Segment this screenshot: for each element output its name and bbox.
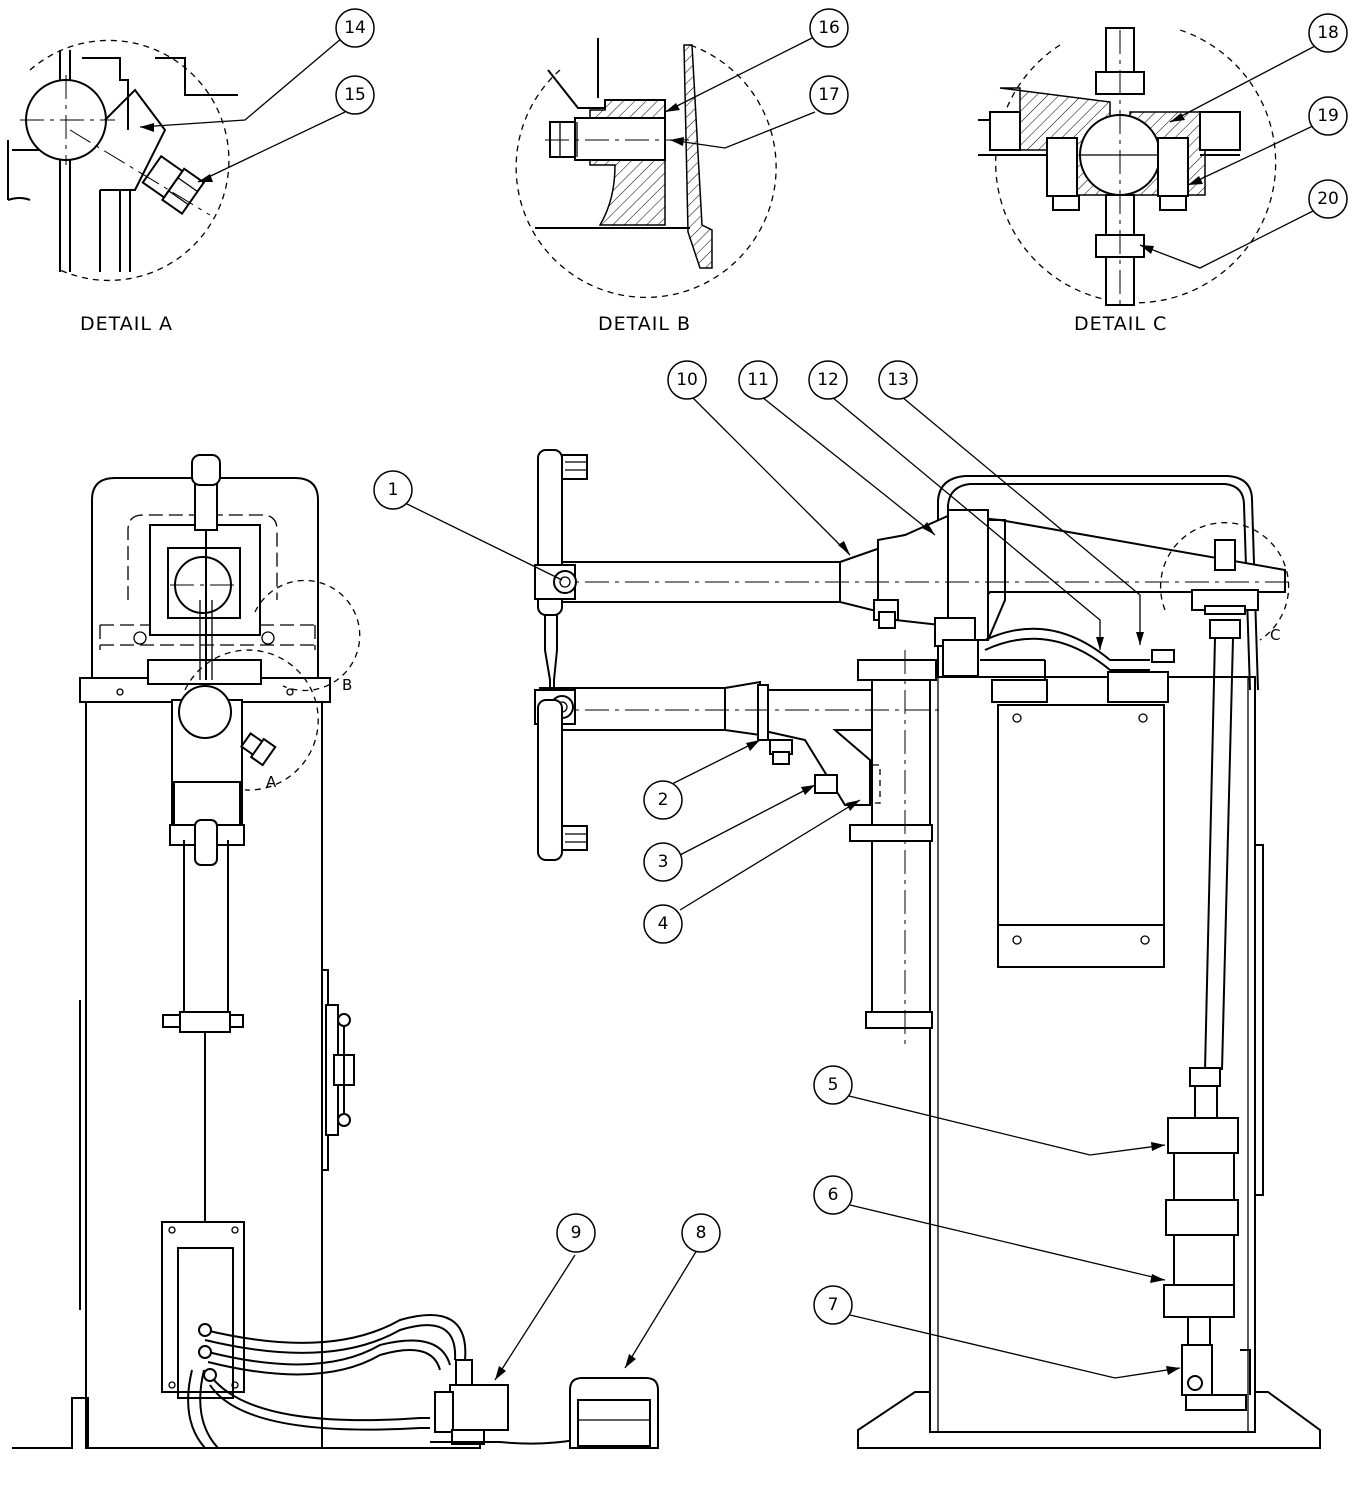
svg-text:13: 13 <box>887 370 909 390</box>
callout-6: 6 <box>813 1175 853 1215</box>
callout-17: 17 <box>809 75 849 115</box>
callout-15: 15 <box>335 75 375 115</box>
detail-a-view: DETAIL A <box>7 39 238 335</box>
side-view: C <box>534 449 1321 1449</box>
svg-text:3: 3 <box>658 852 669 872</box>
svg-text:6: 6 <box>828 1185 839 1205</box>
callout-balloons: 1 2 3 4 5 6 7 8 9 10 11 12 13 14 15 16 1… <box>335 8 1348 1325</box>
svg-text:5: 5 <box>828 1075 839 1095</box>
callout-19: 19 <box>1308 96 1348 136</box>
svg-text:17: 17 <box>818 85 840 105</box>
callout-20: 20 <box>1308 179 1348 219</box>
svg-text:18: 18 <box>1317 23 1339 43</box>
detail-b-ref: B <box>342 676 352 694</box>
callout-9: 9 <box>556 1213 596 1253</box>
svg-text:2: 2 <box>658 790 669 810</box>
svg-text:12: 12 <box>817 370 839 390</box>
svg-text:8: 8 <box>696 1223 707 1243</box>
callout-7: 7 <box>813 1285 853 1325</box>
detail-a-label: DETAIL A <box>80 313 173 335</box>
callout-2: 2 <box>643 780 683 820</box>
svg-text:9: 9 <box>571 1223 582 1243</box>
svg-text:4: 4 <box>658 914 669 934</box>
svg-text:15: 15 <box>344 85 366 105</box>
callout-18: 18 <box>1308 13 1348 53</box>
callout-8: 8 <box>681 1213 721 1253</box>
callout-14: 14 <box>335 8 375 48</box>
svg-text:10: 10 <box>676 370 698 390</box>
callout-3: 3 <box>643 842 683 882</box>
svg-text:14: 14 <box>344 18 366 38</box>
front-view: B A <box>12 454 659 1449</box>
leader-lines <box>139 37 1318 1381</box>
detail-c-ref: C <box>1270 626 1280 644</box>
svg-text:20: 20 <box>1317 189 1339 209</box>
callout-5: 5 <box>813 1065 853 1105</box>
callout-11: 11 <box>738 360 778 400</box>
detail-c-view: DETAIL C <box>978 27 1277 335</box>
svg-text:19: 19 <box>1317 106 1339 126</box>
callout-12: 12 <box>808 360 848 400</box>
callout-13: 13 <box>878 360 918 400</box>
svg-text:1: 1 <box>388 480 399 500</box>
detail-c-label: DETAIL C <box>1074 313 1167 335</box>
callout-10: 10 <box>667 360 707 400</box>
detail-a-ref: A <box>266 773 277 791</box>
callout-4: 4 <box>643 904 683 944</box>
svg-text:7: 7 <box>828 1295 839 1315</box>
detail-b-view: DETAIL B <box>515 38 777 335</box>
callout-1: 1 <box>373 470 413 510</box>
callout-16: 16 <box>809 8 849 48</box>
svg-text:16: 16 <box>818 18 840 38</box>
detail-b-label: DETAIL B <box>598 313 691 335</box>
svg-text:11: 11 <box>747 370 769 390</box>
